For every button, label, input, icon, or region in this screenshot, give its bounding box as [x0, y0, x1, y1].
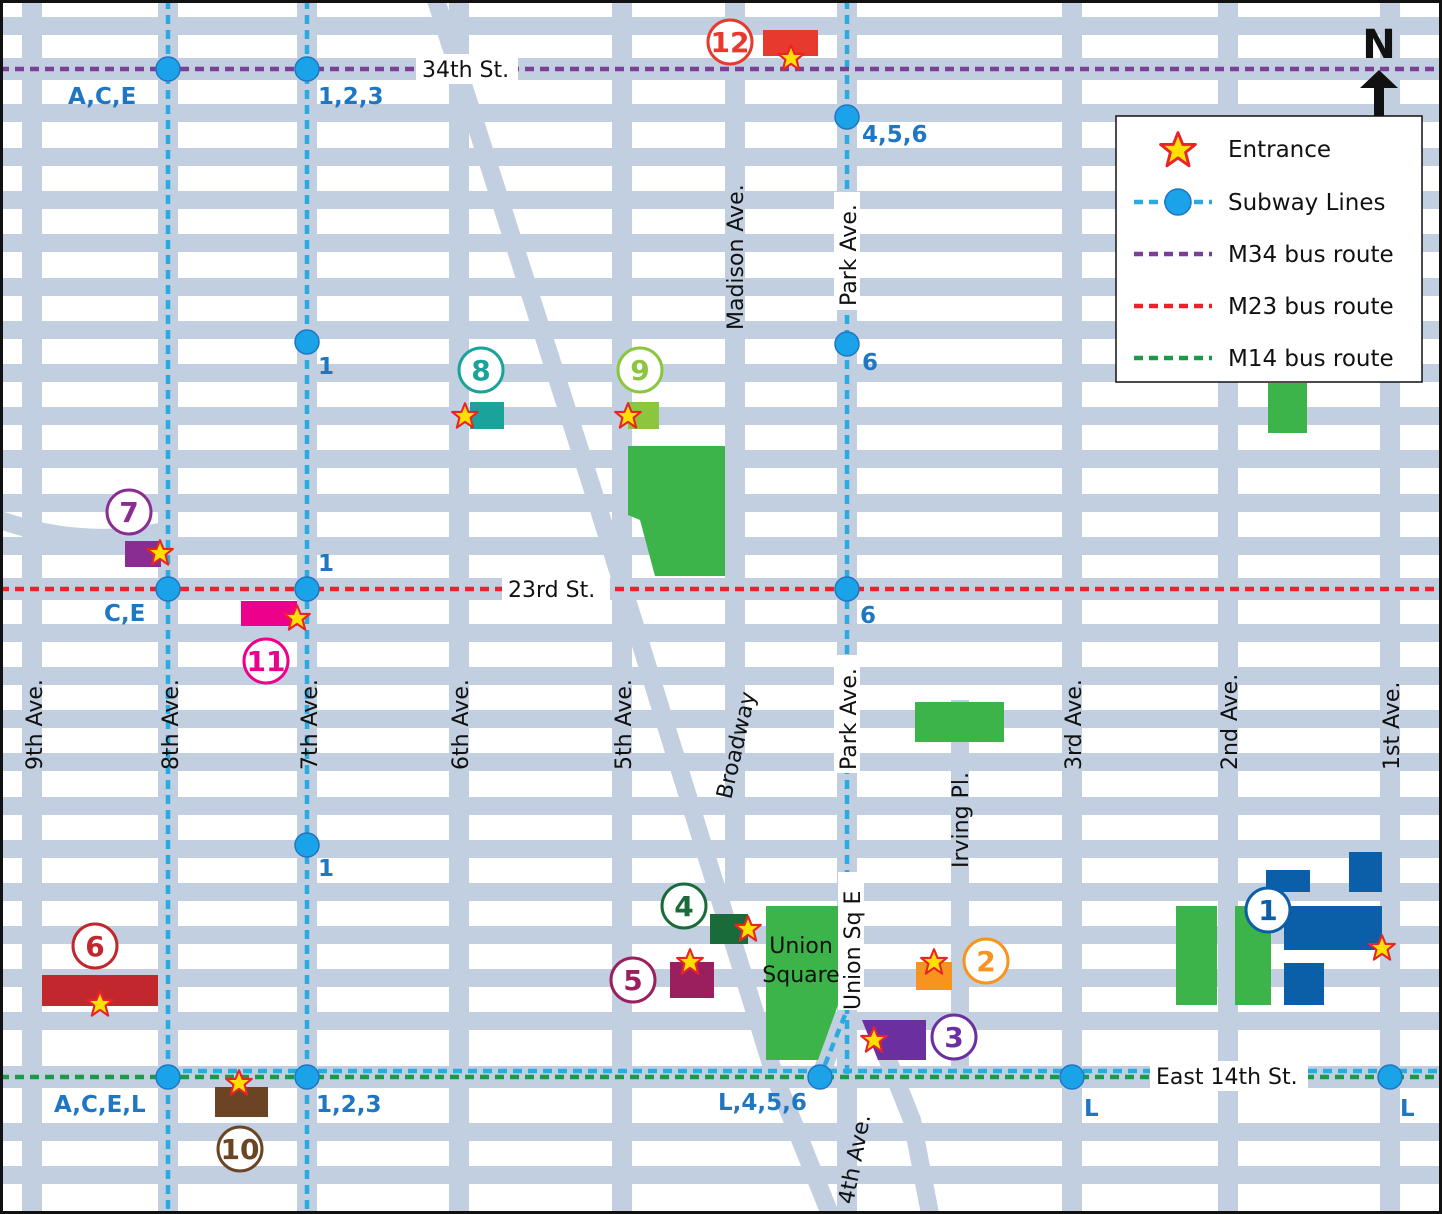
site-marker-8-label: 8	[471, 354, 490, 387]
avenue-label-2nd: 2nd Ave.	[1218, 674, 1243, 770]
site-marker-9-label: 9	[630, 354, 649, 387]
station-label-28-7th: 1	[318, 354, 334, 380]
site-marker-11[interactable]: 11	[242, 637, 290, 685]
parks	[628, 383, 1307, 1060]
site-marker-11-label: 11	[247, 645, 286, 678]
site-marker-12-label: 12	[711, 26, 750, 59]
station-label-33-park: 4,5,6	[862, 122, 928, 148]
site-marker-6[interactable]: 6	[71, 922, 119, 970]
site-marker-7-label: 7	[119, 496, 138, 529]
site-marker-10[interactable]: 10	[216, 1125, 264, 1173]
street-label-14th: East 14th St.	[1156, 1065, 1298, 1090]
avenue-label-8th: 8th Ave.	[159, 679, 184, 770]
madison-square-park	[628, 446, 725, 576]
avenue-label-3rd: 3rd Ave.	[1062, 679, 1087, 770]
station-34-7th[interactable]	[294, 56, 320, 82]
site-markers: 1 2 3 4 5 6 7 8	[71, 18, 1292, 1173]
gramercy-park	[915, 702, 1004, 742]
union-square-label-line1: Union	[769, 934, 833, 959]
avenue-label-6th: 6th Ave.	[449, 679, 474, 770]
station-label-34-7th: 1,2,3	[318, 84, 384, 110]
station-label-14-union-square: L,4,5,6	[718, 1090, 807, 1116]
station-label-14-1st: L	[1400, 1096, 1415, 1122]
station-14-3rd[interactable]	[1059, 1064, 1085, 1090]
station-14-1st[interactable]	[1377, 1064, 1403, 1090]
station-18-7th[interactable]	[294, 832, 320, 858]
station-label-34-8th: A,C,E	[68, 84, 136, 110]
street-label-34th: 34th St.	[422, 58, 509, 83]
station-label-23-park: 6	[860, 603, 876, 629]
station-label-23-8th: C,E	[104, 601, 145, 627]
legend: Entrance Subway Lines M34 bus route M23 …	[1115, 115, 1423, 383]
site-marker-8[interactable]: 8	[457, 346, 505, 394]
station-label-14-3rd: L	[1084, 1096, 1099, 1122]
station-28-7th[interactable]	[294, 329, 320, 355]
subway-stations	[155, 56, 1403, 1090]
site-marker-4[interactable]: 4	[660, 882, 708, 930]
avenue-label-7th: 7th Ave.	[298, 679, 323, 770]
site-marker-3[interactable]: 3	[930, 1013, 978, 1061]
site-marker-5-label: 5	[623, 964, 642, 997]
site-8-building	[470, 402, 504, 429]
site-marker-9[interactable]: 9	[616, 346, 664, 394]
site-marker-3-label: 3	[944, 1021, 963, 1054]
site-marker-6-label: 6	[85, 930, 104, 963]
site-marker-12[interactable]: 12	[706, 18, 754, 66]
station-label-28-park: 6	[862, 350, 878, 376]
site-marker-2[interactable]: 2	[962, 937, 1010, 985]
site-marker-4-label: 4	[674, 890, 693, 923]
legend-m14-label: M14 bus route	[1228, 346, 1394, 372]
station-34-8th[interactable]	[155, 56, 181, 82]
avenue-label-park-lower: Park Ave.	[837, 668, 862, 770]
avenue-label-park-upper: Park Ave.	[837, 204, 862, 306]
north-arrow-icon	[1360, 70, 1398, 134]
avenue-label-1st: 1st Ave.	[1380, 682, 1405, 770]
site-marker-5[interactable]: 5	[609, 956, 657, 1004]
station-label-18-7th: 1	[318, 856, 334, 882]
station-label-14-7th: 1,2,3	[316, 1092, 382, 1118]
stuyvesant-square-west	[1176, 906, 1217, 1005]
station-14-7th[interactable]	[294, 1064, 320, 1090]
union-square-label-line2: Square	[762, 963, 839, 988]
station-28-park[interactable]	[834, 331, 860, 357]
legend-m34-label: M34 bus route	[1228, 242, 1394, 268]
union-square-park	[766, 906, 838, 1060]
north-arrow: N	[1360, 22, 1398, 134]
site-marker-7[interactable]: 7	[105, 488, 153, 536]
legend-entrance-label: Entrance	[1228, 137, 1331, 163]
avenue-label-union-sq-e: Union Sq E	[841, 891, 866, 1010]
site-marker-1[interactable]: 1	[1244, 886, 1292, 934]
legend-subway-station-icon	[1164, 188, 1192, 216]
station-14-union-square[interactable]	[807, 1064, 833, 1090]
site-3-building	[862, 1020, 926, 1060]
legend-subway-label: Subway Lines	[1228, 190, 1386, 216]
station-label-23-7th: 1	[318, 551, 334, 577]
station-33-park[interactable]	[834, 104, 860, 130]
station-label-14-8th: A,C,E,L	[54, 1092, 146, 1118]
street-label-23rd: 23rd St.	[508, 578, 595, 603]
site-marker-2-label: 2	[976, 945, 995, 978]
subway-lines	[165, 0, 1442, 1214]
avenue-label-9th: 9th Ave.	[23, 679, 48, 770]
legend-m23-label: M23 bus route	[1228, 294, 1394, 320]
avenue-label-madison: Madison Ave.	[724, 184, 749, 330]
north-label: N	[1362, 22, 1395, 68]
avenue-label-irving: Irving Pl.	[949, 772, 974, 868]
station-23-8th[interactable]	[155, 576, 181, 602]
station-14-8th[interactable]	[155, 1064, 181, 1090]
park-east	[1268, 383, 1307, 433]
site-marker-1-label: 1	[1258, 894, 1277, 927]
site-marker-10-label: 10	[221, 1133, 260, 1166]
station-23-7th[interactable]	[294, 576, 320, 602]
site-10-building	[215, 1087, 268, 1117]
site-1-building	[1266, 852, 1382, 1005]
avenue-label-5th: 5th Ave.	[612, 679, 637, 770]
station-23-park[interactable]	[834, 576, 860, 602]
